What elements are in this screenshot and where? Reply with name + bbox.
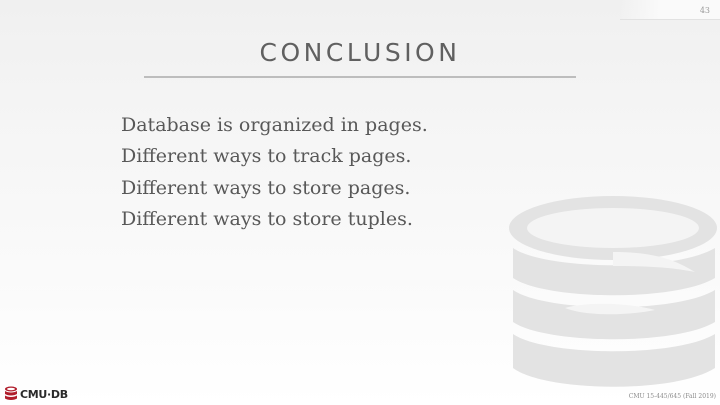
- bullet-list: Database is organized in pages. Differen…: [121, 110, 428, 235]
- logo-text: CMU·DB: [20, 387, 68, 401]
- bullet-item: Different ways to store tuples.: [121, 207, 413, 230]
- bullet-item: Different ways to store pages.: [121, 176, 411, 199]
- slide-title: CONCLUSION: [259, 38, 461, 67]
- course-label: CMU 15-445/645 (Fall 2019): [628, 393, 716, 400]
- page-number-tab: 43: [620, 0, 720, 20]
- bullet-item: Database is organized in pages.: [121, 114, 428, 136]
- database-icon: [509, 196, 717, 387]
- cmu-db-logo: CMU·DB: [4, 386, 68, 402]
- title-underline: [144, 76, 576, 78]
- bullet-item: Different ways to track pages.: [121, 145, 412, 168]
- page-number: 43: [699, 6, 710, 15]
- cmu-db-logo-icon: [5, 386, 17, 400]
